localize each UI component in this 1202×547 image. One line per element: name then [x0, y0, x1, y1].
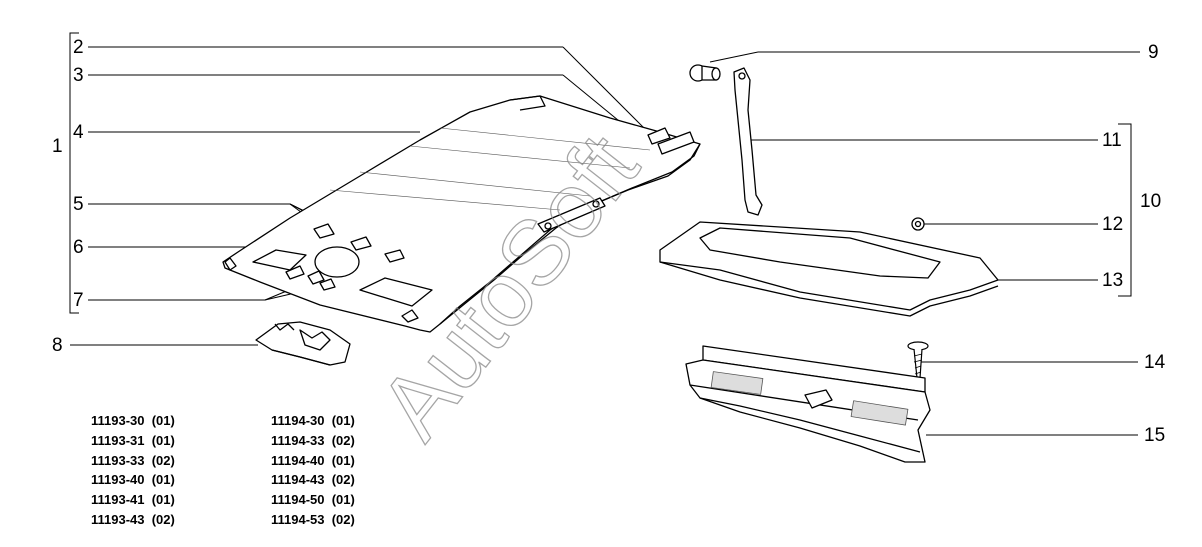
part-code: 11193-40 (01) — [91, 472, 175, 488]
screw — [907, 341, 929, 379]
part-code: 11193-31 (01) — [91, 432, 175, 448]
callout-14: 14 — [1144, 352, 1166, 373]
part-codes-right: 11194-30 (01) 11194-33 (02) 11194-40 (01… — [271, 411, 355, 530]
part-code: 11193-43 (02) — [91, 511, 175, 527]
callout-6: 6 — [73, 237, 84, 258]
part-code: 11193-41 (01) — [91, 492, 175, 508]
callout-7: 7 — [73, 290, 84, 311]
headliner-panel — [222, 95, 701, 333]
callout-9: 9 — [1148, 42, 1159, 63]
lamp-housing — [255, 321, 351, 366]
part-codes-left: 11193-30 (01) 11193-31 (01) 11193-33 (02… — [91, 411, 175, 530]
callout-12: 12 — [1102, 214, 1124, 235]
callout-2: 2 — [73, 37, 84, 58]
part-code: 11194-30 (01) — [271, 413, 355, 428]
callout-4: 4 — [73, 122, 84, 143]
callout-5: 5 — [73, 194, 84, 215]
part-code: 11194-53 (02) — [271, 511, 355, 527]
callout-15: 15 — [1144, 425, 1166, 446]
callout-11: 11 — [1102, 130, 1122, 151]
part-code: 11194-50 (01) — [271, 492, 355, 508]
part-code: 11193-30 (01) — [91, 413, 175, 428]
rear-trim-panel — [685, 345, 931, 463]
part-code: 11193-33 (02) — [91, 452, 175, 468]
retainer-clip — [689, 64, 721, 82]
rear-parcel-shelf — [659, 221, 999, 317]
callout-8: 8 — [52, 335, 63, 356]
callout-1: 1 — [52, 136, 63, 157]
push-clip — [911, 217, 925, 231]
part-code: 11194-43 (02) — [271, 472, 355, 488]
callout-13: 13 — [1102, 270, 1124, 291]
callout-3: 3 — [73, 65, 84, 86]
hold-down-strap — [733, 67, 763, 216]
part-code: 11194-33 (02) — [271, 432, 355, 448]
part-code: 11194-40 (01) — [271, 452, 355, 468]
callout-10: 10 — [1140, 191, 1162, 212]
